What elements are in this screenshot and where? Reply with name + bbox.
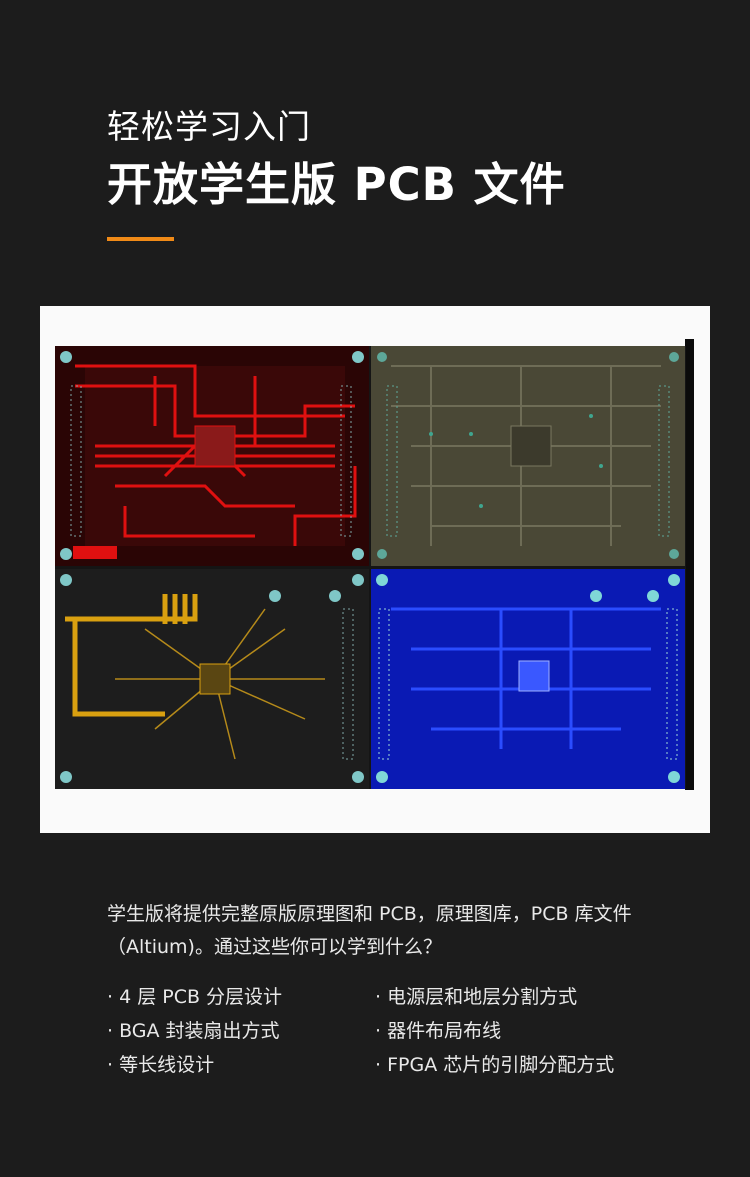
- bullet-item: · BGA 封装扇出方式: [107, 1020, 280, 1042]
- pcb-inner-layer-image: [371, 346, 685, 566]
- pcb-mid-layer-drawing: [60, 574, 364, 783]
- pcb-bottom-layer-drawing: [376, 574, 680, 783]
- pcb-layer-images: [55, 346, 686, 789]
- pcb-mid-layer-image: [55, 569, 369, 789]
- page-title: 开放学生版 PCB 文件: [107, 158, 566, 211]
- bullet-item: · 器件布局布线: [375, 1020, 502, 1042]
- pcb-top-layer-drawing: [60, 351, 364, 560]
- panel-edge-bar: [685, 339, 694, 790]
- pcb-bottom-layer-image: [371, 569, 685, 789]
- subtitle: 轻松学习入门: [107, 107, 311, 146]
- accent-underline: [107, 237, 174, 241]
- bullet-item: · 等长线设计: [107, 1054, 215, 1076]
- pcb-top-layer-image: [55, 346, 369, 566]
- bullet-item: · 电源层和地层分割方式: [375, 986, 578, 1008]
- bullet-item: · 4 层 PCB 分层设计: [107, 986, 283, 1008]
- pcb-inner-layer-drawing: [377, 352, 679, 559]
- description-text: 学生版将提供完整原版原理图和 PCB，原理图库，PCB 库文件（Altium)。…: [107, 903, 632, 958]
- bullet-item: · FPGA 芯片的引脚分配方式: [375, 1054, 615, 1076]
